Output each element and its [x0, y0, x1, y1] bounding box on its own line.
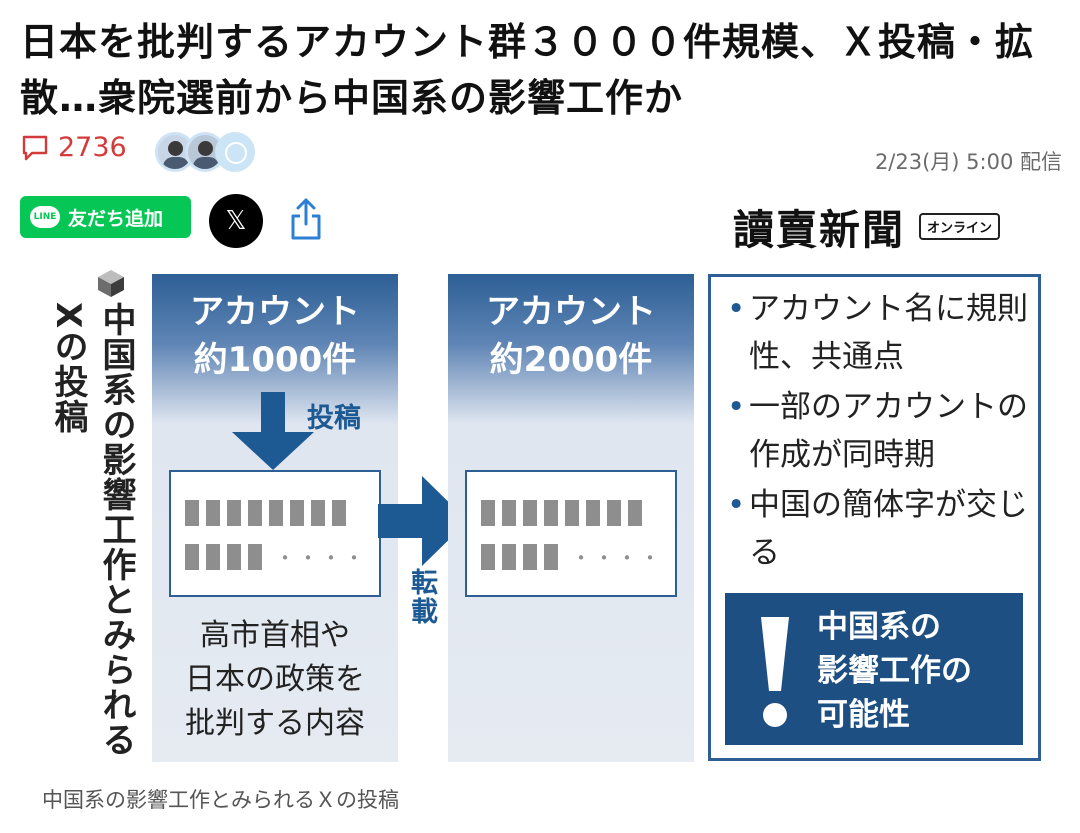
line-button-label: 友だち追加 [68, 207, 164, 230]
publisher-name: 讀賣新聞 [733, 206, 905, 254]
post-label: 投稿 [307, 403, 361, 434]
criticism-line-2: 日本の政策を [185, 662, 365, 697]
exclamation-icon [761, 617, 789, 727]
post-screen: ・・・・ [169, 470, 381, 597]
ellipsis-dots: ・・・・ [275, 546, 367, 570]
criticism-line-3: 批判する内容 [185, 706, 365, 741]
alert-line-3: 可能性 [817, 697, 910, 733]
repost-screen: ・・・・ [465, 470, 677, 597]
group-1-header-line-1: アカウント [190, 292, 360, 332]
group-1-header: アカウント 約1000件 [152, 288, 398, 384]
accounts-group-1: アカウント 約1000件 投稿 ・・・・ 高市首相や 日本の政策を 批判する内容 [152, 274, 398, 762]
article-title: 日本を批判するアカウント群３０００件規模、Ｘ投稿・拡散…衆院選前から中国系の影響… [20, 20, 1035, 120]
line-add-friend-button[interactable]: LINE 友だち追加 [20, 196, 191, 238]
influence-alert: 中国系の 影響工作の 可能性 [725, 593, 1023, 745]
share-icon[interactable] [288, 196, 324, 242]
comment-bubble-icon [22, 135, 48, 160]
criticism-text: 高市首相や 日本の政策を 批判する内容 [152, 614, 398, 746]
cube-icon [98, 270, 124, 297]
publisher-tag: オンライン [919, 212, 1001, 240]
alert-line-1: 中国系の [817, 609, 941, 645]
infographic-side-title: 中国系の影響工作とみられるXの投稿 [48, 302, 136, 757]
right-arrow-icon [378, 476, 468, 566]
repost-label: 転載 [406, 568, 437, 626]
group-2-header-line-2: 約2000件 [489, 340, 653, 380]
group-2-header: アカウント 約2000件 [448, 288, 694, 384]
alert-text: 中国系の 影響工作の 可能性 [817, 605, 972, 737]
comment-count: 2736 [58, 132, 127, 163]
article-meta: 2736 2/23(月) 5:00 配信 [20, 132, 1062, 174]
reactor-avatars[interactable] [155, 132, 255, 172]
accounts-group-2: アカウント 約2000件 ・・・・ [448, 274, 694, 762]
share-row: LINE 友だち追加 𝕏 讀賣新聞 オンライン [20, 194, 1062, 254]
findings-list: アカウント名に規則性、共通点 一部のアカウントの作成が同時期 中国の簡体字が交じ… [725, 285, 1035, 579]
group-1-header-line-2: 約1000件 [193, 340, 357, 380]
comments-link[interactable]: 2736 [20, 132, 127, 163]
alert-line-2: 影響工作の [817, 653, 972, 689]
avatar [215, 132, 255, 172]
findings-box: アカウント名に規則性、共通点 一部のアカウントの作成が同時期 中国の簡体字が交じ… [708, 274, 1041, 761]
infographic: 中国系の影響工作とみられるXの投稿 アカウント 約1000件 投稿 ・・・・ 高… [40, 268, 1045, 763]
finding-item: 一部のアカウントの作成が同時期 [725, 383, 1035, 479]
down-arrow-icon [232, 392, 314, 470]
x-logo-icon: 𝕏 [225, 206, 247, 236]
line-logo-icon: LINE [30, 206, 60, 228]
finding-item: アカウント名に規則性、共通点 [725, 285, 1035, 381]
finding-item: 中国の簡体字が交じる [725, 481, 1035, 577]
image-caption: 中国系の影響工作とみられるＸの投稿 [42, 788, 399, 812]
group-2-header-line-1: アカウント [486, 292, 656, 332]
ellipsis-dots: ・・・・ [571, 546, 663, 570]
criticism-line-1: 高市首相や [200, 618, 350, 653]
x-share-button[interactable]: 𝕏 [209, 194, 263, 248]
publish-date: 2/23(月) 5:00 配信 [874, 150, 1062, 174]
publisher-logo[interactable]: 讀賣新聞 オンライン [733, 196, 1001, 256]
